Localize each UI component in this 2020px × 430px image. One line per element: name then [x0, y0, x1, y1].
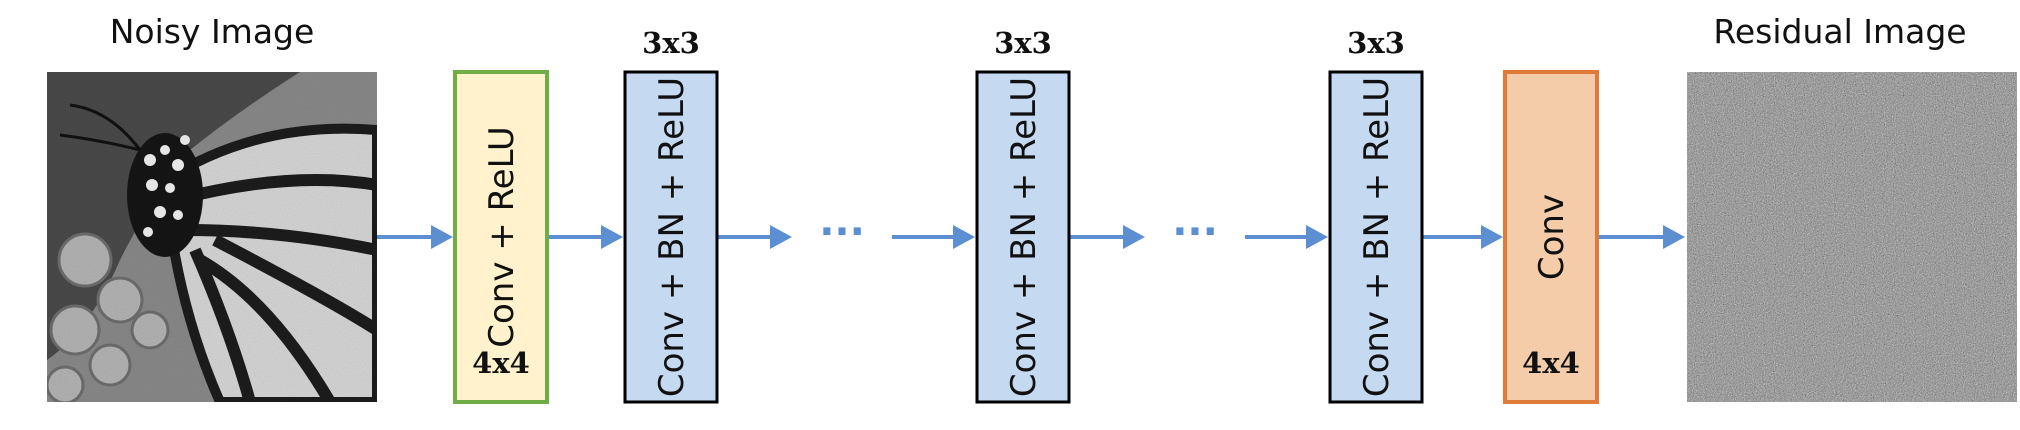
- block-conv-bn-relu-3: Conv + BN + ReLU 3x3: [1328, 26, 1424, 404]
- arrow-head-4: [953, 225, 975, 249]
- block-conv-bn-relu-1: Conv + BN + ReLU 3x3: [623, 26, 719, 404]
- arrow-head-6: [1306, 225, 1328, 249]
- block-conv-bn-relu-2-label: Conv + BN + ReLU: [1004, 77, 1044, 397]
- arrow-head-2: [601, 225, 623, 249]
- block-conv-bn-relu-3-kernel: 3x3: [1347, 26, 1405, 60]
- block-conv-bn-relu-1-kernel: 3x3: [642, 26, 700, 60]
- residual-image: [1687, 72, 2017, 402]
- ellipsis-1: ···: [819, 209, 865, 255]
- block-conv: Conv 4x4: [1503, 70, 1599, 404]
- block-conv-relu-kernel: 4x4: [472, 346, 530, 380]
- arrow-head-7: [1481, 225, 1503, 249]
- block-conv-relu-label: Conv + ReLU: [482, 126, 522, 347]
- noisy-image: [47, 72, 377, 402]
- arrow-head-1: [431, 225, 453, 249]
- block-conv-label: Conv: [1532, 194, 1572, 280]
- residual-image-caption: Residual Image: [1713, 12, 1966, 51]
- arrow-head-8: [1663, 225, 1685, 249]
- block-conv-bn-relu-3-label: Conv + BN + ReLU: [1357, 77, 1397, 397]
- arrow-head-3: [770, 225, 792, 249]
- block-conv-kernel: 4x4: [1522, 346, 1580, 380]
- block-conv-bn-relu-1-label: Conv + BN + ReLU: [652, 77, 692, 397]
- block-conv-relu: Conv + ReLU 4x4: [453, 70, 549, 404]
- block-conv-bn-relu-2: Conv + BN + ReLU 3x3: [975, 26, 1071, 404]
- arrows: [377, 225, 1685, 249]
- block-conv-bn-relu-2-kernel: 3x3: [994, 26, 1052, 60]
- noisy-image-caption: Noisy Image: [110, 12, 315, 51]
- arrow-head-5: [1123, 225, 1145, 249]
- ellipsis-2: ···: [1172, 209, 1218, 255]
